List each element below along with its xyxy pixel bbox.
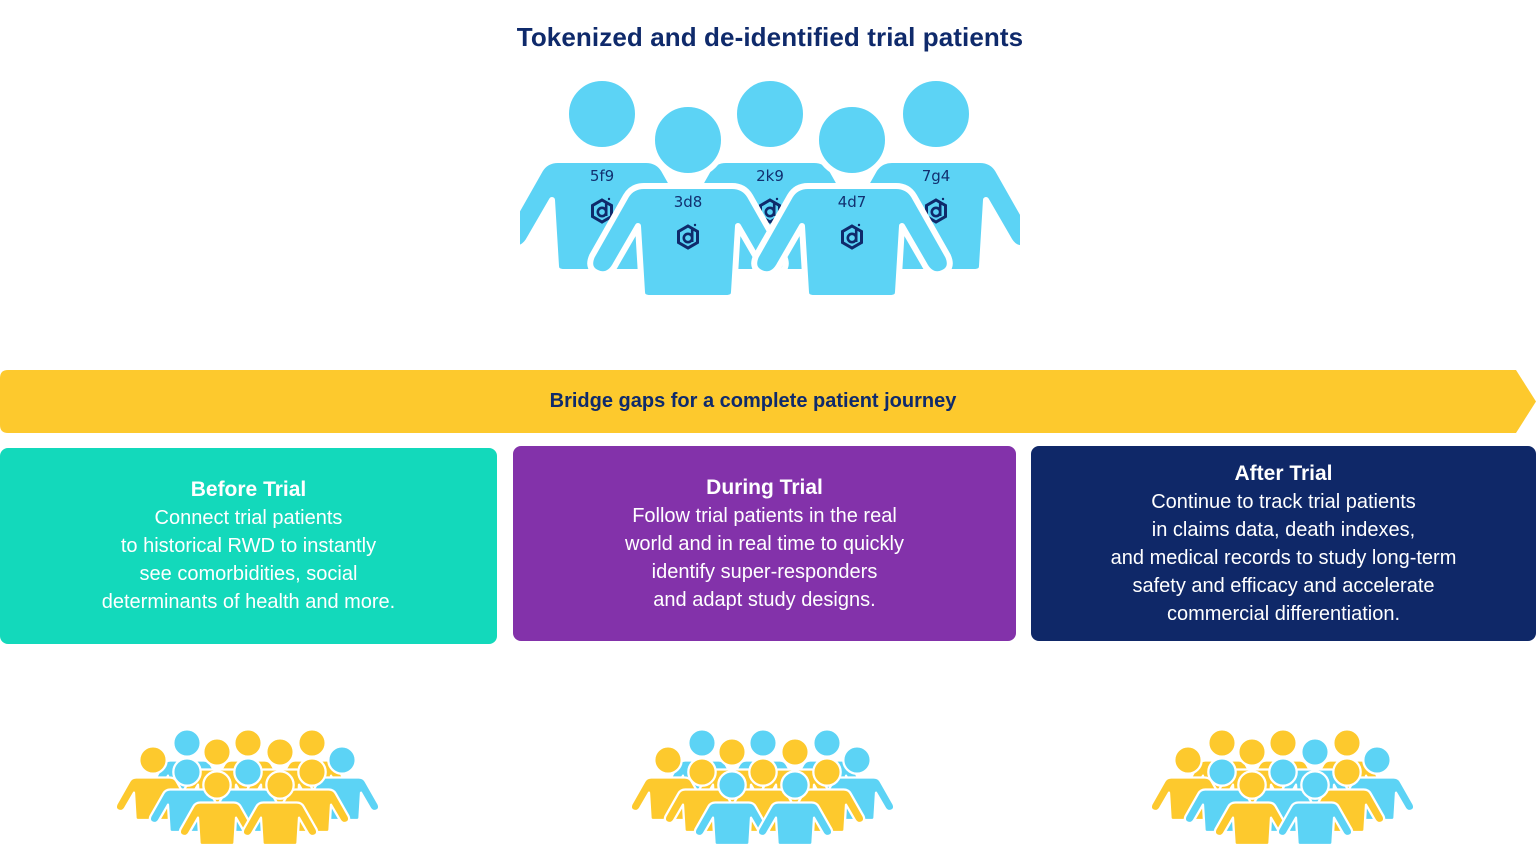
person-head bbox=[842, 745, 872, 775]
crowd-person bbox=[1308, 757, 1386, 834]
person-head bbox=[780, 737, 810, 767]
person-head bbox=[1173, 745, 1203, 775]
person-head bbox=[563, 75, 641, 153]
person-head bbox=[1207, 728, 1237, 758]
banner-arrow-shape bbox=[0, 370, 1536, 433]
person-head bbox=[717, 737, 747, 767]
person-head bbox=[202, 737, 232, 767]
stage-description: Connect trial patients to historical RWD… bbox=[101, 507, 396, 613]
person-body bbox=[693, 801, 771, 845]
crowd-person bbox=[788, 757, 866, 834]
person-head bbox=[297, 757, 327, 787]
crowd-person bbox=[273, 757, 351, 834]
patient-journey-banner: Bridge gaps for a complete patient journ… bbox=[0, 370, 1536, 433]
person-head bbox=[812, 728, 842, 758]
datavant-hexagon-d-icon bbox=[841, 223, 863, 250]
person-head bbox=[780, 770, 810, 800]
crowd-after-trial bbox=[1150, 728, 1416, 845]
crowd-person bbox=[115, 745, 192, 822]
person-head bbox=[1332, 757, 1362, 787]
person-head bbox=[1300, 737, 1330, 767]
person-head bbox=[748, 757, 778, 787]
stage-card-before-trial: Before Trial Connect trial patients to h… bbox=[0, 448, 497, 644]
tokenized-patient: 4d7 bbox=[751, 101, 953, 301]
person-head bbox=[202, 770, 232, 800]
person-head bbox=[1207, 757, 1237, 787]
stage-title: After Trial bbox=[1234, 461, 1333, 485]
page-title: Tokenized and de-identified trial patien… bbox=[516, 22, 1024, 52]
crowd-before-trial bbox=[115, 728, 381, 845]
stage-description: Follow trial patients in the real world … bbox=[624, 504, 904, 611]
person-head bbox=[687, 757, 717, 787]
person-head bbox=[233, 757, 263, 787]
person-head bbox=[1237, 737, 1267, 767]
person-head bbox=[138, 745, 168, 775]
tokenized-patient: 3d8 bbox=[587, 101, 789, 301]
crowd-person bbox=[1338, 745, 1416, 822]
crowd-person bbox=[178, 770, 256, 845]
crowd-during-trial bbox=[630, 728, 896, 845]
stage-card-during-trial: During Trial Follow trial patients in th… bbox=[513, 446, 1016, 641]
person-head bbox=[717, 770, 747, 800]
crowd-person bbox=[756, 770, 834, 845]
person-head bbox=[233, 728, 263, 758]
person-head bbox=[748, 728, 778, 758]
person-body bbox=[178, 801, 256, 845]
person-body bbox=[1213, 801, 1291, 845]
person-head bbox=[731, 75, 809, 153]
person-head bbox=[1362, 745, 1392, 775]
person-head bbox=[297, 728, 327, 758]
crowd-person bbox=[1276, 770, 1354, 845]
person-head bbox=[327, 745, 357, 775]
crowd-person bbox=[818, 745, 896, 822]
datavant-hexagon-d-icon bbox=[925, 197, 947, 224]
patient-token-id: 5f9 bbox=[590, 167, 614, 185]
person-head bbox=[897, 75, 975, 153]
person-head bbox=[172, 757, 202, 787]
person-head bbox=[1268, 728, 1298, 758]
crowd-person bbox=[1213, 770, 1291, 845]
datavant-hexagon-d-icon bbox=[591, 197, 613, 224]
patient-token-id: 7g4 bbox=[922, 167, 951, 185]
person-head bbox=[265, 770, 295, 800]
person-head bbox=[1332, 728, 1362, 758]
person-body bbox=[756, 801, 834, 845]
datavant-hexagon-d-icon bbox=[677, 223, 699, 250]
stage-title: During Trial bbox=[706, 475, 823, 499]
crowd-person bbox=[630, 745, 707, 822]
person-head bbox=[1268, 757, 1298, 787]
stage-title: Before Trial bbox=[190, 478, 307, 501]
person-body bbox=[1276, 801, 1354, 845]
person-head bbox=[172, 728, 202, 758]
tokenized-patients-illustration: 5f9 2k9 7g4 3d8 4d7 bbox=[520, 75, 1020, 301]
person-head bbox=[813, 101, 891, 179]
person-head bbox=[812, 757, 842, 787]
stage-description: Continue to track trial patients in clai… bbox=[1110, 490, 1457, 625]
person-head bbox=[265, 737, 295, 767]
crowd-person bbox=[241, 770, 319, 845]
patient-token-id: 3d8 bbox=[674, 193, 703, 211]
person-head bbox=[649, 101, 727, 179]
banner-label: Bridge gaps for a complete patient journ… bbox=[549, 390, 957, 412]
person-head bbox=[687, 728, 717, 758]
patient-token-id: 2k9 bbox=[756, 167, 784, 185]
stage-card-after-trial: After Trial Continue to track trial pati… bbox=[1031, 446, 1536, 641]
patient-token-id: 4d7 bbox=[838, 193, 867, 211]
person-head bbox=[653, 745, 683, 775]
datavant-hexagon-d-icon bbox=[759, 197, 781, 224]
person-head bbox=[1300, 770, 1330, 800]
person-body bbox=[241, 801, 319, 845]
person-head bbox=[1237, 770, 1267, 800]
